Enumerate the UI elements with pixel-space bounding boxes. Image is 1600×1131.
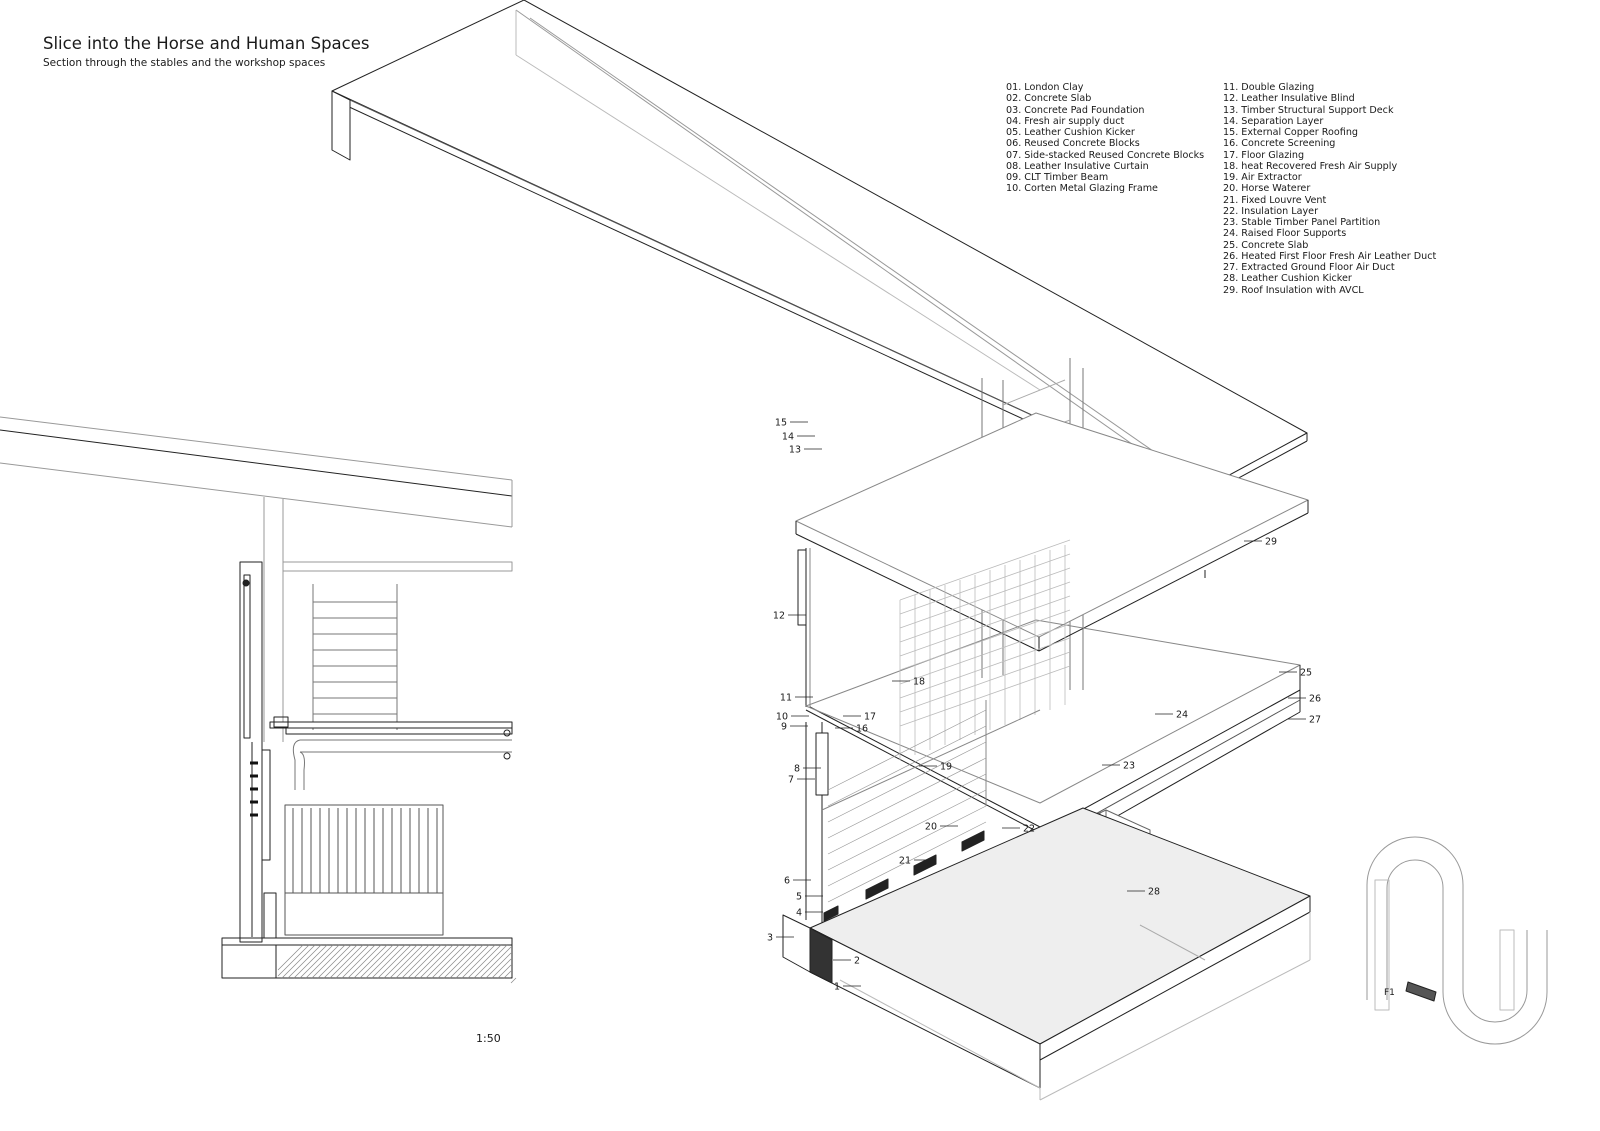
section-first-floor (269, 716, 513, 790)
legend-item: 16. Concrete Screening (1223, 138, 1336, 150)
legend-item: 23. Stable Timber Panel Partition (1223, 217, 1381, 228)
page-subtitle: Section through the stables and the work… (43, 57, 326, 69)
callout-label: 15 (775, 418, 787, 429)
legend-item: 01. London Clay (1006, 82, 1084, 93)
key-plan (1366, 836, 1548, 1045)
axo-roof (331, 0, 1308, 536)
callout-label: 26 (1309, 694, 1321, 705)
callout-label: 8 (794, 764, 800, 775)
legend-item: 12. Leather Insulative Blind (1223, 93, 1355, 105)
section-posts (263, 497, 513, 742)
legend-item: 08. Leather Insulative Curtain (1006, 160, 1149, 172)
leader-lines (776, 421, 1306, 987)
legend-item: 21. Fixed Louvre Vent (1223, 194, 1327, 206)
legend-item: 19. Air Extractor (1223, 172, 1302, 183)
legend-item: 03. Concrete Pad Foundation (1006, 104, 1145, 116)
axonometric-drawing (331, 0, 1311, 1101)
axo-glazing-grid (899, 539, 1071, 760)
section-wall (239, 561, 277, 943)
legend-item: 13. Timber Structural Support Deck (1223, 104, 1394, 116)
legend-item: 28. Leather Cushion Kicker (1223, 273, 1352, 285)
legend-item: 14. Separation Layer (1223, 115, 1324, 127)
callout-label: 2 (854, 956, 860, 967)
keyplan-label: F1 (1384, 988, 1395, 998)
callout-label: 3 (767, 933, 773, 944)
callout-label: 14 (782, 432, 794, 443)
legend-item: 24. Raised Floor Supports (1223, 228, 1347, 240)
legend-item: 02. Concrete Slab (1006, 93, 1092, 105)
callout-label: 10 (776, 712, 788, 723)
callout-label: 13 (789, 445, 801, 456)
callout-label: 16 (856, 724, 868, 735)
axo-stable-walls (805, 700, 1041, 930)
callout-label: 27 (1309, 715, 1321, 726)
callout-label: 25 (1300, 668, 1312, 679)
callout-label: 22 (1023, 824, 1035, 835)
section-foundation (221, 937, 517, 984)
legend-item: 22. Insulation Layer (1223, 205, 1319, 217)
legend-item: 27. Extracted Ground Floor Air Duct (1223, 262, 1395, 273)
callout-label: 17 (864, 712, 876, 723)
legend-item: 15. External Copper Roofing (1223, 127, 1358, 138)
axo-ground-slab (782, 807, 1311, 1101)
callout-label: 11 (780, 693, 792, 704)
legend-item: 18. heat Recovered Fresh Air Supply (1223, 160, 1398, 172)
callout-label: 20 (925, 822, 937, 833)
callout-label: 5 (796, 892, 802, 903)
section-shelving (312, 584, 398, 730)
legend-item: 09. CLT Timber Beam (1006, 172, 1109, 183)
legend-item: 06. Reused Concrete Blocks (1006, 138, 1140, 150)
axo-vents (823, 830, 985, 922)
legend-item: 17. Floor Glazing (1223, 149, 1305, 161)
legend-item: 20. Horse Waterer (1223, 183, 1311, 195)
callout-label: 12 (773, 611, 785, 622)
legend-item: 07. Side-stacked Reused Concrete Blocks (1006, 149, 1205, 161)
callout-label: 9 (781, 722, 787, 733)
section-stable-partition (284, 804, 444, 936)
callout-label: 24 (1176, 710, 1188, 721)
callout-label: 18 (913, 677, 925, 688)
section-roof (0, 416, 513, 528)
callout-label: 28 (1148, 887, 1160, 898)
callout-label: 4 (796, 908, 802, 919)
section-drawing (0, 416, 517, 984)
legend-item: 25. Concrete Slab (1223, 239, 1309, 251)
legend-item: 11. Double Glazing (1223, 82, 1315, 93)
callout-label: 19 (940, 762, 952, 773)
callout-label: 1 (834, 982, 840, 993)
callout-label: 29 (1265, 537, 1277, 548)
legend-item: 10. Corten Metal Glazing Frame (1006, 183, 1158, 195)
page-title: Slice into the Horse and Human Spaces (43, 34, 370, 53)
legend-item: 05. Leather Cushion Kicker (1006, 127, 1135, 138)
callout-label: 7 (788, 775, 794, 786)
scale-label: 1:50 (476, 1032, 501, 1045)
legend-item: 04. Fresh air supply duct (1006, 115, 1125, 127)
legend-item: 29. Roof Insulation with AVCL (1223, 284, 1364, 296)
legend-item: 26. Heated First Floor Fresh Air Leather… (1223, 250, 1437, 262)
callout-label: 23 (1123, 761, 1135, 772)
callout-label: 6 (784, 876, 790, 887)
callout-label: 21 (899, 856, 911, 867)
